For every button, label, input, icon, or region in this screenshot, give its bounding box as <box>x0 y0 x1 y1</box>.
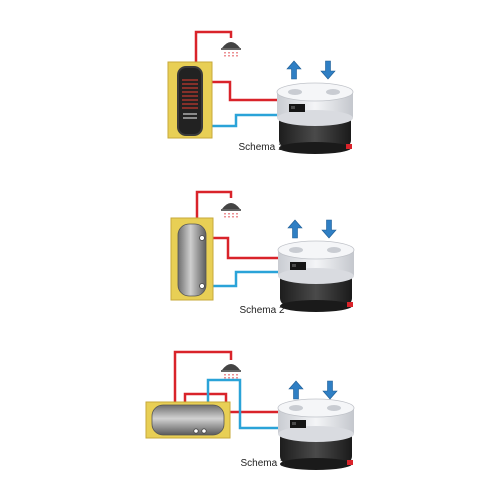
air-in-arrow-icon <box>322 380 338 400</box>
air-out-arrow-icon <box>286 60 302 80</box>
hot-water-pipe <box>173 350 233 402</box>
heat-pump-unit <box>276 82 354 155</box>
schema-caption: Schema 2 <box>239 305 284 316</box>
schema-3: Schema 3 <box>145 350 355 471</box>
schema-caption: Schema 1 <box>238 142 283 153</box>
cold-return-pipe <box>205 270 278 288</box>
hot-water-pipe <box>195 190 233 218</box>
cold-return-pipe <box>206 378 279 430</box>
air-in-arrow-icon <box>320 60 336 80</box>
air-out-arrow-icon <box>287 219 303 239</box>
horizontal-tank <box>151 404 225 436</box>
air-in-arrow-icon <box>321 219 337 239</box>
heat-pump-unit <box>277 398 355 471</box>
hot-supply-pipe <box>205 236 278 260</box>
schema-2: Schema 2 <box>170 190 355 316</box>
heat-pump-unit <box>277 240 355 313</box>
cold-return-pipe <box>208 113 278 128</box>
hot-supply-pipe <box>208 80 278 102</box>
vertical-tank <box>177 223 207 297</box>
hot-supply-pipe <box>183 392 279 414</box>
shower-icon <box>220 41 242 59</box>
air-out-arrow-icon <box>288 380 304 400</box>
schema-1: Schema 1 <box>167 30 354 155</box>
shower-icon <box>220 363 242 381</box>
shower-icon <box>220 202 242 220</box>
schema-caption: Schema 3 <box>240 458 285 469</box>
hot-water-pipe <box>194 30 233 62</box>
